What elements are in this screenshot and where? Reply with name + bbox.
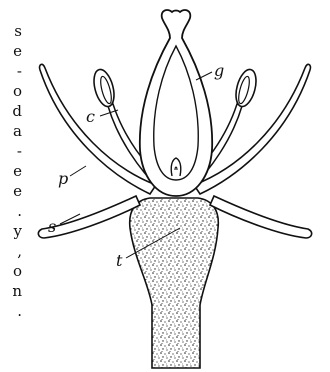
anther-left	[90, 67, 117, 108]
leader-p	[70, 166, 86, 176]
label-p: p	[58, 169, 68, 188]
label-g: g	[214, 61, 224, 80]
receptacle	[130, 198, 219, 368]
label-c: c	[86, 107, 95, 126]
label-t: t	[116, 251, 123, 270]
sepal-right	[210, 196, 312, 238]
label-s: s	[48, 217, 56, 236]
anther-right	[232, 67, 259, 108]
